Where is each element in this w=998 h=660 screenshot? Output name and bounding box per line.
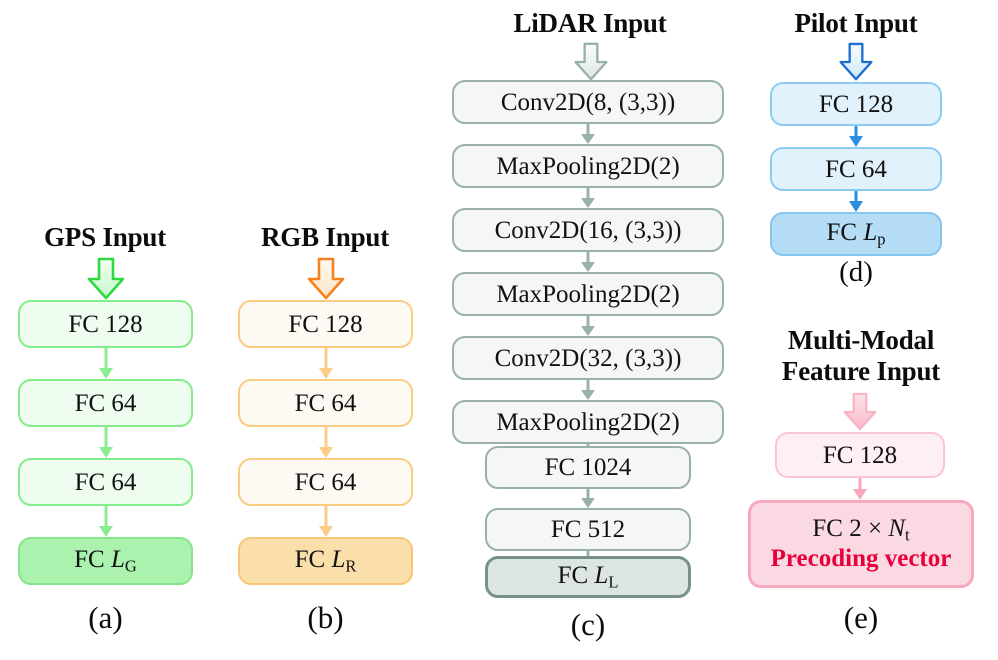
rgb-layer-fc64-a[interactable]: FC 64 xyxy=(238,379,413,427)
gps-layer-fc64-a[interactable]: FC 64 xyxy=(18,379,193,427)
gps-layer-output[interactable]: FC LG xyxy=(18,537,193,585)
lidar-layer-pool3[interactable]: MaxPooling2D(2) xyxy=(452,400,724,444)
lidar-connector-7 xyxy=(485,489,691,508)
lidar-layer-fc1024-label: FC 1024 xyxy=(544,454,632,481)
panel-b-title: RGB Input xyxy=(260,222,389,252)
multimodal-input-block-arrow-icon xyxy=(843,392,877,431)
pilot-connector-2 xyxy=(770,191,942,212)
rgb-connector-3 xyxy=(238,506,413,537)
lidar-layer-pool3-label: MaxPooling2D(2) xyxy=(496,408,680,436)
gps-layer-fc64-b[interactable]: FC 64 xyxy=(18,458,193,506)
rgb-connector-2 xyxy=(238,427,413,458)
pilot-layer-output-label: FC Lp xyxy=(826,219,886,249)
panel-a-title: GPS Input xyxy=(43,222,166,252)
panel-d-label: (d) xyxy=(839,256,873,288)
pilot-layer-fc64[interactable]: FC 64 xyxy=(770,147,942,191)
lidar-connector-3 xyxy=(452,252,724,272)
gps-connector-2 xyxy=(18,427,193,458)
gps-connector-1 xyxy=(18,348,193,379)
pilot-connector-1 xyxy=(770,126,942,147)
rgb-input-block-arrow-icon xyxy=(307,257,345,300)
lidar-input-block-arrow-icon xyxy=(574,42,608,81)
lidar-layer-fc512[interactable]: FC 512 xyxy=(485,508,691,551)
rgb-layer-output[interactable]: FC LR xyxy=(238,537,413,585)
panel-b-label: (b) xyxy=(307,600,344,635)
lidar-layer-conv1[interactable]: Conv2D(8, (3,3)) xyxy=(452,80,724,124)
lidar-connector-4 xyxy=(452,316,724,336)
pilot-layer-fc128[interactable]: FC 128 xyxy=(770,82,942,126)
rgb-layer-fc64-a-label: FC 64 xyxy=(294,389,357,417)
multimodal-layer-output-label: FC 2 × Nt xyxy=(812,514,910,545)
rgb-layer-fc128[interactable]: FC 128 xyxy=(238,300,413,348)
rgb-layer-fc128-label: FC 128 xyxy=(288,310,363,338)
panel-e-label: (e) xyxy=(843,600,879,635)
lidar-layer-conv2-label: Conv2D(16, (3,3)) xyxy=(494,216,682,244)
rgb-layer-fc64-b[interactable]: FC 64 xyxy=(238,458,413,506)
panel-e-title-line1: Multi-Modal xyxy=(787,325,935,355)
gps-connector-3 xyxy=(18,506,193,537)
gps-layer-fc64-a-label: FC 64 xyxy=(74,389,137,417)
lidar-layer-conv3[interactable]: Conv2D(32, (3,3)) xyxy=(452,336,724,380)
lidar-layer-fc1024[interactable]: FC 1024 xyxy=(485,446,691,489)
multimodal-layer-fc128-label: FC 128 xyxy=(822,441,898,469)
multimodal-layer-fc128[interactable]: FC 128 xyxy=(775,432,945,478)
gps-layer-output-label: FC LG xyxy=(74,546,137,576)
lidar-connector-2 xyxy=(452,188,724,208)
gps-layer-fc64-b-label: FC 64 xyxy=(74,468,137,496)
lidar-layer-pool2-label: MaxPooling2D(2) xyxy=(496,280,680,308)
pilot-input-block-arrow-icon xyxy=(839,42,873,81)
multimodal-connector-1 xyxy=(775,478,945,500)
pilot-layer-fc64-label: FC 64 xyxy=(825,155,887,183)
gps-input-block-arrow-icon xyxy=(87,257,125,300)
lidar-layer-conv1-label: Conv2D(8, (3,3)) xyxy=(500,88,676,116)
lidar-layer-pool1[interactable]: MaxPooling2D(2) xyxy=(452,144,724,188)
lidar-connector-1 xyxy=(452,124,724,144)
panel-d-title: Pilot Input xyxy=(794,8,918,38)
lidar-layer-pool2[interactable]: MaxPooling2D(2) xyxy=(452,272,724,316)
panel-c-title: LiDAR Input xyxy=(513,8,667,38)
lidar-layer-output-label: FC LL xyxy=(557,562,619,592)
lidar-layer-fc512-label: FC 512 xyxy=(550,516,626,543)
lidar-layer-conv3-label: Conv2D(32, (3,3)) xyxy=(494,344,682,372)
pilot-layer-fc128-label: FC 128 xyxy=(818,90,894,118)
panel-e-title-line2: Feature Input xyxy=(781,356,941,386)
pilot-layer-output[interactable]: FC Lp xyxy=(770,212,942,256)
lidar-layer-conv2[interactable]: Conv2D(16, (3,3)) xyxy=(452,208,724,252)
multimodal-layer-output[interactable]: FC 2 × Nt Precoding vector xyxy=(748,500,974,588)
lidar-layer-pool1-label: MaxPooling2D(2) xyxy=(496,152,680,180)
panel-a-label: (a) xyxy=(88,600,123,635)
rgb-layer-output-label: FC LR xyxy=(294,546,357,576)
gps-layer-fc128-label: FC 128 xyxy=(68,310,143,338)
rgb-layer-fc64-b-label: FC 64 xyxy=(294,468,357,496)
gps-layer-fc128[interactable]: FC 128 xyxy=(18,300,193,348)
panel-e-title: Multi-Modal Feature Input xyxy=(748,325,974,387)
lidar-connector-5 xyxy=(452,380,724,400)
panel-c-label: (c) xyxy=(570,607,606,642)
rgb-connector-1 xyxy=(238,348,413,379)
lidar-layer-output[interactable]: FC LL xyxy=(485,556,691,598)
multimodal-precoding-vector-label: Precoding vector xyxy=(770,545,952,573)
